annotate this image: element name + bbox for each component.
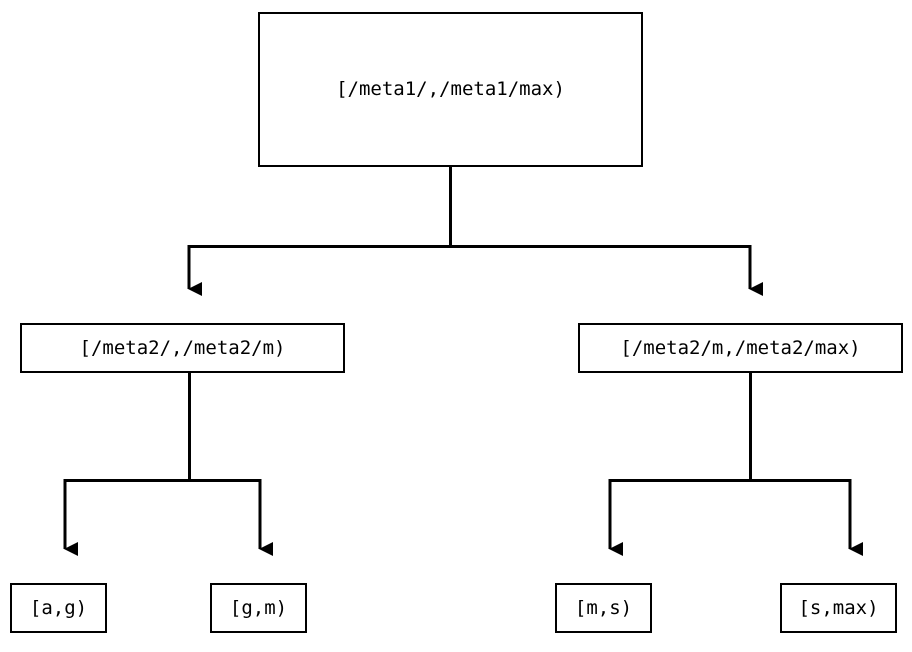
node-leaf-m-s[interactable]: [m,s) bbox=[555, 583, 652, 633]
edge-root-to-meta2-low bbox=[187, 167, 452, 296]
node-meta2-low[interactable]: [/meta2/,/meta2/m) bbox=[20, 323, 345, 373]
node-leaf-a-g[interactable]: [a,g) bbox=[10, 583, 107, 633]
node-leaf-g-m[interactable]: [g,m) bbox=[210, 583, 307, 633]
node-label: [/meta2/m,/meta2/max) bbox=[620, 336, 861, 359]
node-label: [a,g) bbox=[29, 596, 88, 619]
edge-meta2-high-to-leaf-m-s bbox=[608, 373, 752, 556]
edge-root-to-meta2-high bbox=[450, 245, 763, 296]
node-leaf-s-max[interactable]: [s,max) bbox=[780, 583, 897, 633]
node-meta1-root[interactable]: [/meta1/,/meta1/max) bbox=[258, 12, 643, 167]
node-label: [/meta2/,/meta2/m) bbox=[79, 336, 286, 359]
edge-meta2-low-to-leaf-g-m bbox=[189, 479, 273, 556]
node-label: [g,m) bbox=[229, 596, 288, 619]
node-label: [m,s) bbox=[574, 596, 633, 619]
node-label: [s,max) bbox=[798, 596, 879, 619]
edge-meta2-high-to-leaf-s-max bbox=[750, 479, 863, 556]
node-meta2-high[interactable]: [/meta2/m,/meta2/max) bbox=[578, 323, 903, 373]
edge-meta2-low-to-leaf-a-g bbox=[63, 373, 191, 556]
node-label: [/meta1/,/meta1/max) bbox=[336, 78, 565, 100]
